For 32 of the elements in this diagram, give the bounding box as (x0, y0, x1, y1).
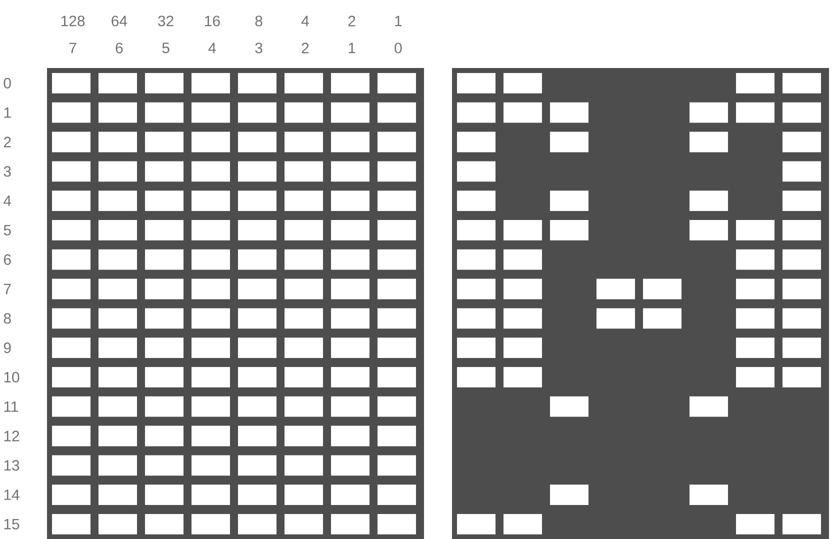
row-number: 9 (4, 342, 11, 354)
row-number: 12 (4, 430, 20, 442)
row-number: 8 (4, 313, 11, 324)
column-value: 1 (395, 16, 402, 26)
row-number: 10 (4, 372, 20, 382)
column-value: 64 (112, 16, 128, 26)
row-number: 3 (4, 166, 11, 177)
row-number: 4 (4, 196, 12, 206)
column-value: 4 (301, 16, 309, 26)
row-number: 14 (4, 490, 20, 500)
column-value: 8 (255, 16, 262, 26)
row-number: 11 (4, 401, 18, 412)
row-number: 0 (4, 78, 11, 88)
row-number: 7 (4, 284, 11, 294)
row-number: 15 (4, 518, 20, 530)
column-value: 32 (158, 16, 174, 26)
row-number: 6 (4, 254, 11, 265)
column-value: 16 (205, 16, 220, 26)
bit-number: 7 (69, 42, 76, 54)
bit-number: 5 (162, 42, 170, 54)
row-number: 1 (4, 107, 11, 118)
row-number: 2 (4, 136, 11, 148)
bit-number: 6 (116, 42, 123, 54)
bit-number: 4 (208, 42, 216, 54)
column-value: 2 (348, 16, 356, 26)
column-value: 128 (61, 16, 85, 26)
row-number: 5 (4, 224, 11, 236)
row-number: 13 (4, 460, 20, 471)
bit-number: 2 (302, 42, 309, 54)
bit-number: 1 (348, 42, 356, 54)
bit-number: 3 (255, 42, 262, 54)
bit-number: 0 (394, 42, 402, 54)
